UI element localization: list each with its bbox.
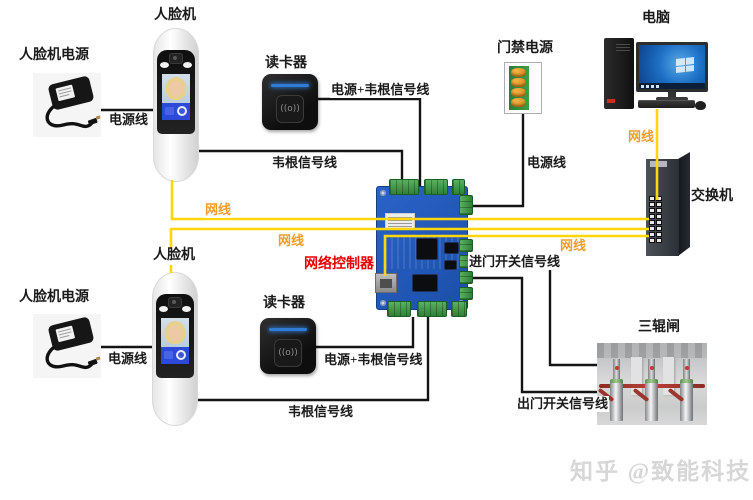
screen-ui-bar bbox=[162, 103, 190, 120]
transformer-coil bbox=[511, 78, 526, 87]
face-photo bbox=[162, 74, 190, 103]
reader-bottom-label: 读卡器 bbox=[262, 296, 306, 313]
face-power-bottom-label: 人脸机电源 bbox=[18, 290, 90, 307]
controller-label: 网络控制器 bbox=[303, 257, 375, 274]
wire-net-face-top bbox=[170, 180, 649, 221]
face-photo bbox=[161, 318, 189, 347]
wire-label-net-face-bottom: 网线 bbox=[277, 233, 306, 249]
switch-label-plate bbox=[650, 161, 667, 167]
wire-label-net-pc: 网线 bbox=[627, 129, 656, 145]
transformer-coil bbox=[511, 88, 526, 97]
door-power-label: 门禁电源 bbox=[496, 41, 554, 58]
rfid-wave-icon: ((o)) bbox=[276, 95, 304, 123]
taskbar bbox=[639, 83, 705, 89]
rj45-port bbox=[375, 273, 397, 293]
transformer-coil bbox=[511, 68, 526, 77]
pc-keyboard bbox=[638, 100, 695, 108]
wire-label-power-wiegand-bottom: 电源+韦根信号线 bbox=[323, 352, 424, 368]
ic-chip bbox=[445, 243, 458, 253]
camera-icon bbox=[168, 297, 182, 308]
face-power-adapter-top bbox=[33, 73, 101, 137]
switch-side-face bbox=[678, 152, 690, 256]
terminal-block bbox=[452, 179, 465, 195]
ir-sensor-icon bbox=[183, 62, 192, 68]
terminal-block bbox=[451, 301, 467, 317]
terminal-block bbox=[459, 271, 473, 284]
gate-ceiling bbox=[597, 343, 707, 358]
terminal-block bbox=[459, 195, 473, 215]
turnstile-post bbox=[667, 357, 693, 421]
face-machine-top-label: 人脸机 bbox=[153, 8, 197, 25]
wire-label-wiegand-bottom: 韦根信号线 bbox=[287, 404, 355, 420]
terminal-block bbox=[389, 179, 419, 195]
turnstile-post bbox=[632, 357, 658, 421]
door-power-supply bbox=[504, 62, 542, 114]
turnstile-post bbox=[597, 357, 623, 421]
wire-label-net-face-top: 网线 bbox=[204, 202, 233, 218]
wire-label-net-controller: 网线 bbox=[559, 238, 588, 254]
wire-label-power-top: 电源线 bbox=[108, 112, 150, 128]
switch-label: 交换机 bbox=[690, 189, 734, 206]
pc-mouse bbox=[695, 101, 706, 110]
ic-chip bbox=[445, 261, 456, 269]
ir-sensor-icon bbox=[159, 306, 168, 312]
monitor-base bbox=[656, 97, 688, 101]
terminal-block bbox=[459, 287, 473, 300]
wire-door-power bbox=[464, 112, 525, 208]
switch-port-grid bbox=[649, 196, 662, 243]
rfid-wave-icon: ((o)) bbox=[274, 339, 302, 367]
wire-power-wiegand-top bbox=[315, 97, 422, 192]
cpu-chip bbox=[417, 239, 437, 259]
reader-led-stripe bbox=[271, 84, 309, 87]
wire-label-door-power: 电源线 bbox=[526, 155, 568, 171]
wire-net-controller bbox=[383, 234, 649, 276]
face-power-top-label: 人脸机电源 bbox=[18, 48, 90, 65]
gate-column bbox=[631, 357, 642, 395]
terminal-block bbox=[424, 179, 448, 195]
turnstile-label: 三辊闸 bbox=[637, 320, 681, 337]
pc-tower bbox=[604, 38, 634, 109]
face-machine-top bbox=[153, 28, 199, 182]
ir-sensor-icon bbox=[182, 306, 191, 312]
wire-label-exit-signal: 出门开关信号线 bbox=[516, 396, 610, 412]
card-reader-top: ((o)) bbox=[262, 74, 318, 130]
power-adapter-graphic bbox=[45, 76, 101, 129]
camera-icon bbox=[169, 53, 183, 64]
wire-label-power-wiegand-top: 电源+韦根信号线 bbox=[330, 82, 431, 98]
terminal-block bbox=[459, 239, 473, 252]
computer-label: 电脑 bbox=[641, 11, 671, 28]
terminal-block bbox=[387, 301, 411, 317]
wire-power-wiegand-bottom bbox=[311, 317, 415, 349]
wire-exit-signal bbox=[466, 276, 599, 394]
tripod-turnstile bbox=[597, 343, 707, 425]
network-switch bbox=[646, 152, 690, 256]
wire-label-power-bottom: 电源线 bbox=[107, 351, 149, 367]
transformer-coil bbox=[511, 98, 526, 107]
face-machine-screen bbox=[161, 318, 189, 364]
face-machine-screen bbox=[162, 74, 190, 120]
reader-led-stripe bbox=[269, 328, 307, 331]
reader-top-label: 读卡器 bbox=[264, 56, 308, 73]
wire-label-entry-signal: 进门开关信号线 bbox=[468, 254, 562, 270]
watermark: 知乎 @致能科技 bbox=[570, 459, 752, 484]
face-power-adapter-bottom bbox=[33, 314, 101, 378]
windows-desktop bbox=[639, 45, 705, 89]
power-adapter-graphic bbox=[45, 317, 101, 370]
monitor-stand bbox=[668, 92, 676, 98]
wire-wiegand-top bbox=[197, 149, 404, 192]
network-controller-board bbox=[375, 179, 473, 317]
face-machine-bottom bbox=[152, 272, 198, 426]
relay-chip bbox=[413, 275, 437, 291]
face-machine-bottom-label: 人脸机 bbox=[152, 248, 196, 265]
gate-column bbox=[663, 357, 674, 395]
ir-sensor-icon bbox=[160, 62, 169, 68]
wire-wiegand-bottom bbox=[194, 317, 430, 402]
card-reader-bottom: ((o)) bbox=[260, 318, 316, 374]
pc-monitor bbox=[636, 42, 708, 92]
terminal-block bbox=[417, 301, 447, 317]
screen-ui-bar bbox=[161, 347, 189, 364]
wire-label-wiegand-top: 韦根信号线 bbox=[271, 155, 339, 171]
